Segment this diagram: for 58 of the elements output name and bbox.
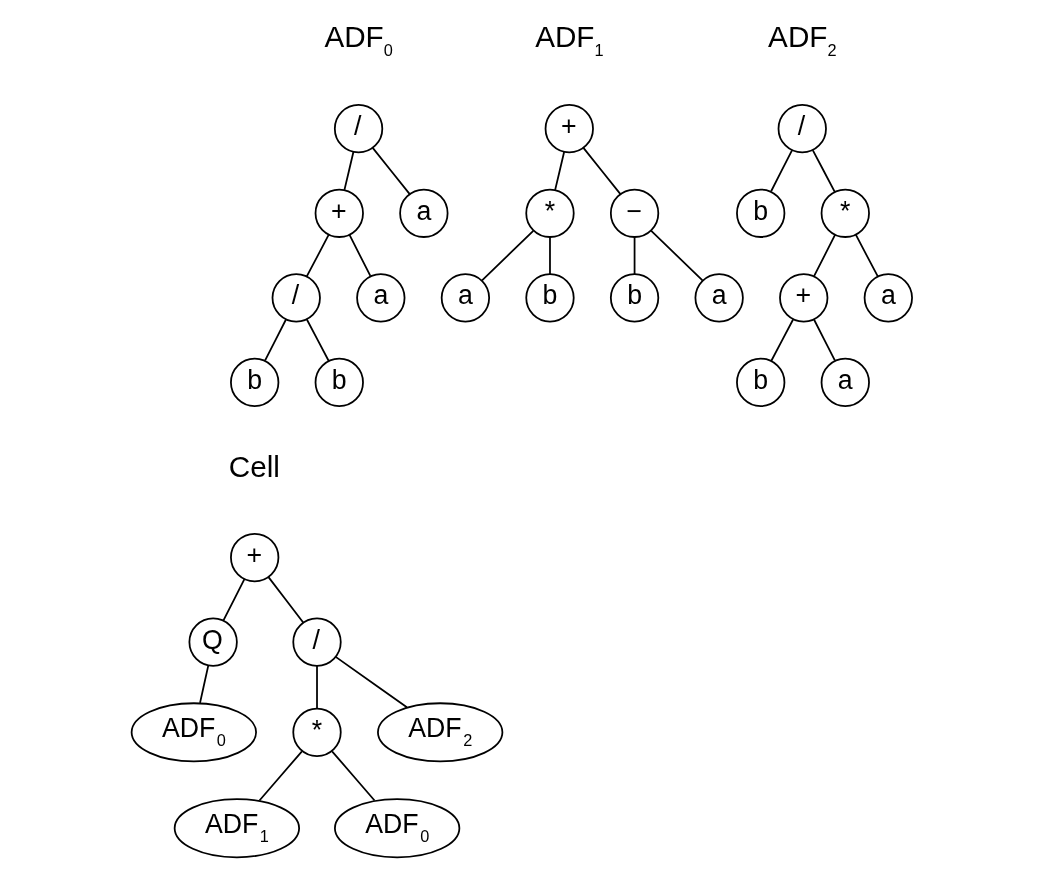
connector	[481, 230, 535, 282]
node-ellipse: ADF$_{0}$	[130, 702, 257, 763]
node-circle: /	[333, 104, 384, 154]
connector	[267, 576, 305, 624]
connector	[554, 151, 565, 191]
node-circle: a	[440, 273, 491, 323]
connector	[264, 318, 287, 362]
connector	[258, 750, 303, 802]
node-circle: a	[356, 273, 406, 323]
node-circle: b	[736, 357, 786, 408]
connector	[348, 234, 372, 277]
connector	[813, 234, 836, 277]
label: Cell	[228, 450, 280, 484]
connector	[813, 318, 836, 362]
node-circle: a	[694, 273, 744, 323]
node-circle: +	[230, 532, 280, 583]
node-circle: /	[292, 617, 342, 667]
node-circle: /	[777, 104, 827, 154]
node-circle: b	[525, 273, 575, 323]
connector	[305, 234, 330, 278]
node-circle: +	[314, 188, 364, 238]
node-circle: a	[399, 188, 449, 238]
node-circle: *	[292, 707, 342, 757]
node-circle: +	[779, 273, 829, 323]
connector	[633, 236, 636, 275]
connector	[316, 665, 318, 710]
node-circle: *	[820, 188, 870, 238]
node-circle: a	[863, 273, 913, 323]
connector	[812, 149, 836, 193]
connector	[770, 318, 794, 362]
node-circle: *	[525, 188, 575, 238]
connector	[582, 147, 622, 195]
node-ellipse: ADF$_{0}$	[334, 798, 461, 859]
node-circle: b	[736, 188, 786, 238]
connector	[371, 147, 411, 195]
connector	[650, 230, 704, 282]
label: ADF$_{0}$	[324, 20, 393, 60]
connector	[855, 234, 879, 278]
connector	[343, 151, 355, 191]
connector	[199, 664, 210, 704]
node-circle: −	[609, 188, 660, 238]
node-circle: /	[271, 273, 321, 323]
connector	[770, 149, 793, 193]
node-circle: Q	[188, 617, 238, 667]
node-circle: b	[609, 273, 660, 323]
connector	[222, 578, 246, 621]
connector	[334, 655, 408, 709]
label: ADF$_{2}$	[768, 20, 837, 60]
label: ADF$_{1}$	[535, 20, 604, 60]
node-ellipse: ADF$_{2}$	[377, 702, 504, 763]
connector	[306, 318, 330, 362]
node-circle: +	[544, 104, 594, 154]
node-circle: b	[314, 357, 364, 408]
node-circle: a	[820, 357, 870, 408]
connector	[549, 236, 551, 275]
node-ellipse: ADF$_{1}$	[173, 798, 300, 859]
connector	[331, 750, 376, 802]
node-circle: b	[230, 357, 280, 408]
